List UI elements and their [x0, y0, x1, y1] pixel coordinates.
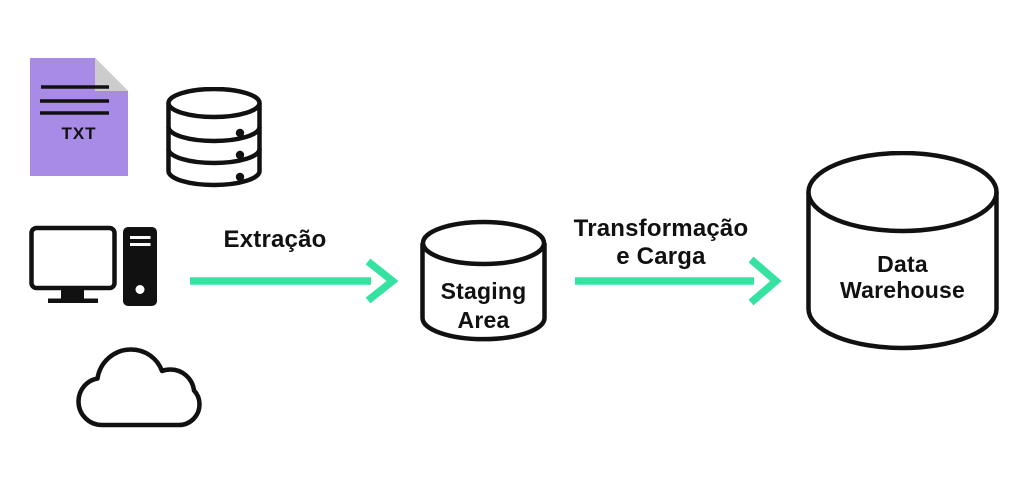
staging-area-label: Staging Area	[440, 278, 527, 333]
desktop-computer-icon	[29, 225, 159, 307]
database-icon	[166, 87, 262, 199]
txt-file-label: TXT	[61, 124, 97, 143]
txt-file-icon	[30, 58, 128, 176]
extraction-label: Extração	[223, 226, 327, 253]
transformation-arrow-right-icon	[573, 252, 783, 308]
data-warehouse-label: Data Warehouse	[840, 251, 965, 303]
staging-area-cylinder	[420, 218, 547, 345]
transformation-label: Transformação e Carga	[573, 215, 749, 270]
extraction-arrow-right-icon	[188, 254, 398, 307]
data-warehouse-cylinder	[806, 151, 999, 351]
cloud-icon	[76, 347, 202, 430]
